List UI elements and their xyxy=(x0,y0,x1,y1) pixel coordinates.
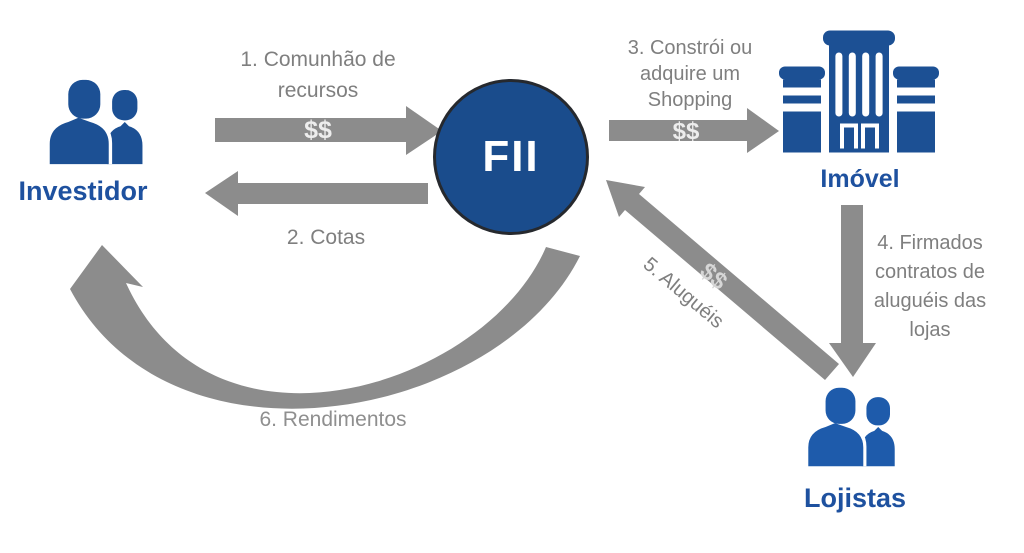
back-person xyxy=(107,89,143,165)
flow1-label-line1: 1. Comunhão de xyxy=(240,48,396,71)
imovel-label: Imóvel xyxy=(820,165,900,193)
flow1-arrow-right xyxy=(215,106,442,155)
front-person xyxy=(46,77,113,165)
investidor-label: Investidor xyxy=(18,176,148,206)
flow6-label: 6. Rendimentos xyxy=(259,408,407,431)
flow4-label-line1: 4. Firmados xyxy=(877,232,983,254)
flow3-label-line2: adquire um xyxy=(639,63,741,85)
shopping-building xyxy=(779,30,939,153)
lojistas-people-icon xyxy=(802,385,912,468)
back-person xyxy=(861,397,895,467)
flow4-arrow-down xyxy=(829,205,876,377)
fii-label: FII xyxy=(482,132,540,181)
flow4-label-line4: lojas xyxy=(909,319,951,341)
flow4-label: 4. Firmados contratos de aluguéis das lo… xyxy=(850,229,1010,345)
flow3-label-line1: 3. Constrói ou xyxy=(627,37,753,59)
flow4-label-line2: contratos de xyxy=(874,261,986,283)
imovel-building-icon xyxy=(779,30,939,166)
flow1-money: $$ xyxy=(304,116,332,144)
flow3-arrow-right xyxy=(609,108,779,153)
lojistas-label: Lojistas xyxy=(803,483,907,513)
flow1-label-line2: recursos xyxy=(277,79,359,102)
flow3-label: 3. Constrói ou adquire um Shopping xyxy=(600,35,780,113)
flow5-arrow-diagonal xyxy=(606,180,839,380)
flow6-curved-arrow xyxy=(70,245,580,409)
flow1-label: 1. Comunhão de recursos xyxy=(218,44,418,106)
flow3-money: $$ xyxy=(672,118,700,145)
front-person xyxy=(805,385,867,467)
investidor-people-icon xyxy=(43,77,161,166)
fii-node: FII xyxy=(433,79,589,235)
flow2-arrow-left xyxy=(205,171,428,216)
flow2-label: 2. Cotas xyxy=(286,226,366,249)
flow4-label-line3: aluguéis das xyxy=(873,290,987,312)
flow3-label-line3: Shopping xyxy=(647,89,733,111)
